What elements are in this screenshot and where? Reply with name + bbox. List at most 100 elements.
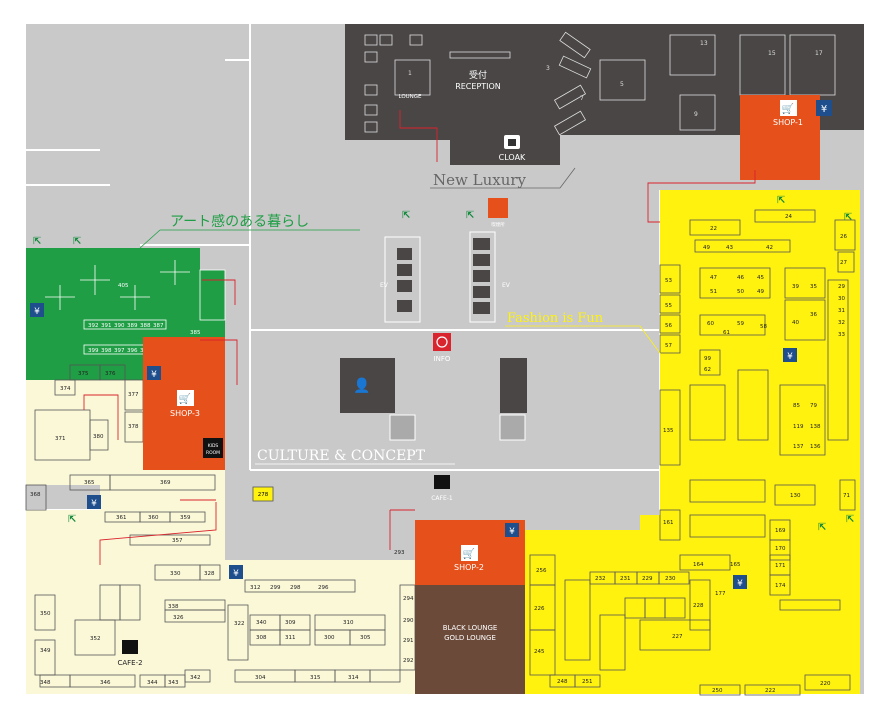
svg-text:169: 169 <box>775 528 786 534</box>
svg-text:177: 177 <box>715 591 726 597</box>
gold-lounge-label: GOLD LOUNGE <box>444 634 496 642</box>
shop-2-label: SHOP-2 <box>454 563 484 572</box>
svg-text:350: 350 <box>40 611 51 617</box>
svg-text:🛒: 🛒 <box>782 102 794 115</box>
svg-text:171: 171 <box>775 563 786 569</box>
svg-text:326: 326 <box>173 615 184 621</box>
svg-text:47: 47 <box>710 275 717 281</box>
svg-text:🛒: 🛒 <box>463 547 475 560</box>
svg-text:391: 391 <box>101 323 112 329</box>
ev-bank-left[interactable] <box>384 236 421 323</box>
svg-text:136: 136 <box>810 444 821 450</box>
emergency-exits: ⇱⇱ ⇱⇱ ⇱⇱ ⇱⇱ ⇱ <box>33 195 854 533</box>
svg-text:170: 170 <box>775 546 786 552</box>
zone-fashion-is-fun: Fashion is Fun <box>507 311 604 326</box>
reception-jp: 受付 <box>469 69 487 81</box>
ev-bank-right[interactable] <box>469 231 496 323</box>
cafe-2-label: CAFE-2 <box>117 659 142 667</box>
svg-text:⇱: ⇱ <box>777 195 785 206</box>
info-icon[interactable] <box>433 333 451 351</box>
svg-text:346: 346 <box>100 680 111 686</box>
svg-text:405: 405 <box>118 283 129 289</box>
svg-text:340: 340 <box>256 620 267 626</box>
svg-text:29: 29 <box>838 284 845 290</box>
svg-text:360: 360 <box>148 515 159 521</box>
svg-text:305: 305 <box>360 635 371 641</box>
svg-text:⇱: ⇱ <box>846 514 854 525</box>
svg-text:45: 45 <box>757 275 764 281</box>
svg-text:229: 229 <box>642 576 653 582</box>
svg-text:24: 24 <box>785 214 792 220</box>
svg-text:296: 296 <box>318 585 329 591</box>
svg-text:56: 56 <box>665 323 672 329</box>
svg-text:374: 374 <box>60 386 71 392</box>
reception-en: RECEPTION <box>455 82 501 91</box>
cafe-2-icon[interactable] <box>122 640 138 654</box>
zone-art-living: アート感のある暮らし <box>170 213 309 230</box>
reception-booth-numbers: 1 3 5 7 9 13 15 17 <box>408 40 823 118</box>
svg-text:251: 251 <box>582 679 593 685</box>
svg-text:397: 397 <box>114 348 125 354</box>
svg-text:🛒: 🛒 <box>179 392 191 405</box>
svg-text:376: 376 <box>105 371 116 377</box>
svg-text:130: 130 <box>790 493 801 499</box>
svg-text:226: 226 <box>534 606 545 612</box>
svg-text:¥: ¥ <box>233 569 239 579</box>
svg-text:392: 392 <box>88 323 99 329</box>
svg-text:42: 42 <box>766 245 773 251</box>
svg-text:31: 31 <box>838 308 845 314</box>
svg-text:328: 328 <box>204 571 215 577</box>
atm-icon <box>816 100 832 116</box>
smoking-room[interactable] <box>488 198 508 218</box>
svg-text:50: 50 <box>737 289 744 295</box>
svg-text:371: 371 <box>55 436 66 442</box>
svg-text:¥: ¥ <box>34 307 40 317</box>
svg-text:17: 17 <box>815 50 823 57</box>
svg-text:5: 5 <box>620 81 624 88</box>
svg-text:49: 49 <box>703 245 710 251</box>
svg-text:245: 245 <box>534 649 545 655</box>
svg-text:58: 58 <box>760 324 767 330</box>
svg-text:389: 389 <box>127 323 138 329</box>
svg-text:385: 385 <box>190 330 201 336</box>
svg-text:304: 304 <box>255 675 266 681</box>
restroom-right[interactable] <box>500 358 527 413</box>
svg-text:359: 359 <box>180 515 191 521</box>
svg-text:27: 27 <box>840 260 847 266</box>
svg-text:43: 43 <box>726 245 733 251</box>
svg-text:380: 380 <box>93 434 104 440</box>
svg-text:⇱: ⇱ <box>844 212 852 223</box>
svg-text:398: 398 <box>101 348 112 354</box>
cream-area-left <box>26 380 225 495</box>
svg-text:138: 138 <box>810 424 821 430</box>
svg-text:40: 40 <box>792 320 799 326</box>
svg-text:⇱: ⇱ <box>818 522 826 533</box>
svg-text:1: 1 <box>408 70 412 77</box>
restroom-left[interactable] <box>340 358 395 413</box>
svg-text:3: 3 <box>546 65 550 72</box>
svg-text:39: 39 <box>792 284 799 290</box>
svg-text:228: 228 <box>693 603 704 609</box>
svg-text:¥: ¥ <box>737 579 743 589</box>
info-label: INFO <box>434 355 451 363</box>
svg-text:9: 9 <box>694 111 698 118</box>
svg-text:55: 55 <box>665 303 672 309</box>
svg-text:22: 22 <box>710 226 717 232</box>
svg-text:349: 349 <box>40 648 51 654</box>
svg-text:342: 342 <box>190 675 201 681</box>
svg-text:85: 85 <box>793 403 800 409</box>
svg-text:290: 290 <box>403 618 414 624</box>
flow-arrows <box>83 110 756 565</box>
svg-text:369: 369 <box>160 480 171 486</box>
reception-booths <box>364 31 836 136</box>
svg-text:¥: ¥ <box>787 352 793 362</box>
svg-text:⇱: ⇱ <box>73 236 81 247</box>
kids-room[interactable] <box>203 438 223 458</box>
zone-new-luxury: New Luxury <box>433 171 527 189</box>
cafe-1-icon[interactable] <box>434 475 450 489</box>
svg-text:¥: ¥ <box>821 104 827 115</box>
svg-text:15: 15 <box>768 50 776 57</box>
black-gold-lounge[interactable] <box>415 585 525 694</box>
svg-text:368: 368 <box>30 492 41 498</box>
